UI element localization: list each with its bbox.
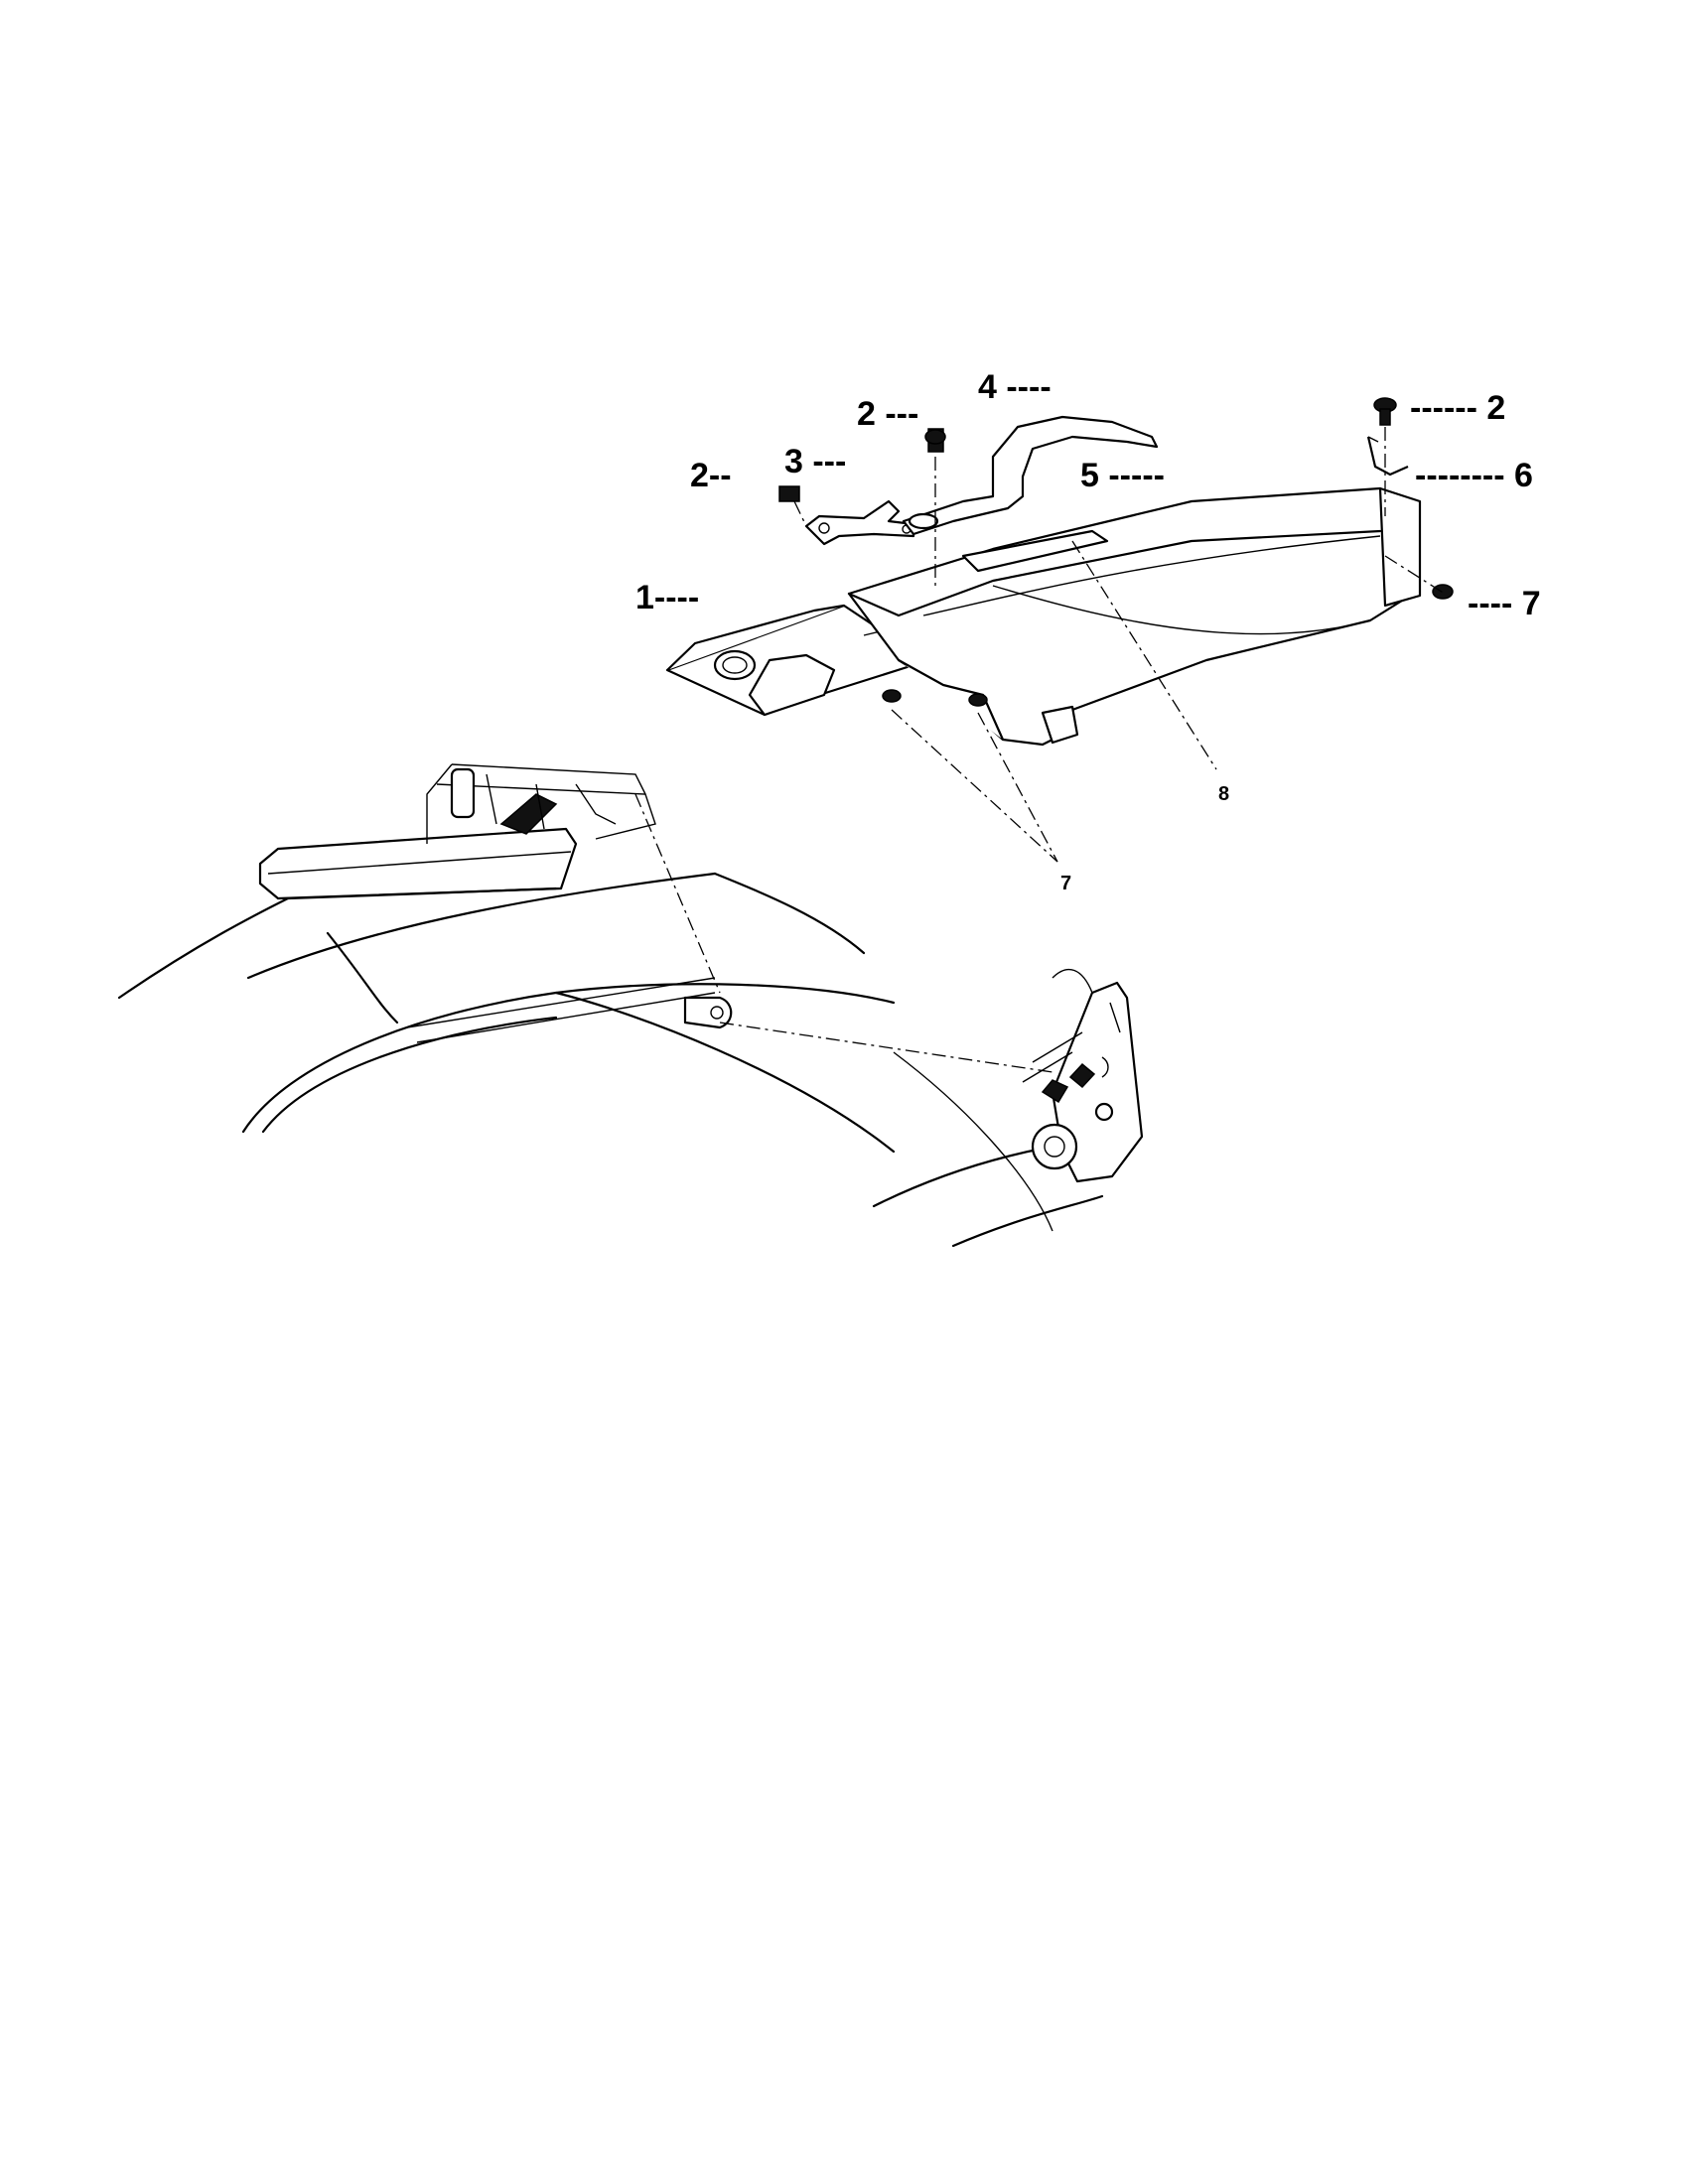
nut-7-mid — [968, 693, 988, 707]
alignment-lines — [634, 427, 1446, 1073]
callout-part-5: 5 ----- — [1080, 457, 1165, 494]
nut-7-left — [882, 689, 902, 703]
part-3-bracket — [804, 499, 915, 546]
callout-part-2-mid: 2 --- — [857, 395, 919, 433]
housing-mount-lug — [683, 996, 733, 1029]
machine-housing — [117, 872, 1104, 1248]
part-6-clip — [1366, 436, 1409, 477]
callout-part-6: -------- 6 — [1415, 457, 1533, 494]
callout-part-1: 1---- — [635, 579, 700, 616]
part-4-arm — [902, 415, 1159, 536]
callout-part-4: 4 ---- — [978, 368, 1052, 406]
callout-part-3: 3 --- — [784, 443, 847, 480]
side-frame-plate — [1022, 968, 1144, 1183]
fasteners — [778, 397, 1454, 707]
callout-part-2-left: 2-- — [690, 457, 732, 494]
part-5-chute — [847, 486, 1422, 747]
bolt-2-left — [778, 485, 800, 502]
callout-part-7-right: ---- 7 — [1468, 585, 1541, 622]
housing-handle-assembly — [258, 763, 656, 900]
nut-7-right — [1432, 584, 1454, 600]
part-1-deflector-bracket — [665, 604, 939, 717]
callout-part-2-right: ------ 2 — [1410, 389, 1506, 427]
callout-part-8: 8 — [1218, 783, 1230, 805]
callout-part-7-bottom: 7 — [1060, 873, 1072, 894]
